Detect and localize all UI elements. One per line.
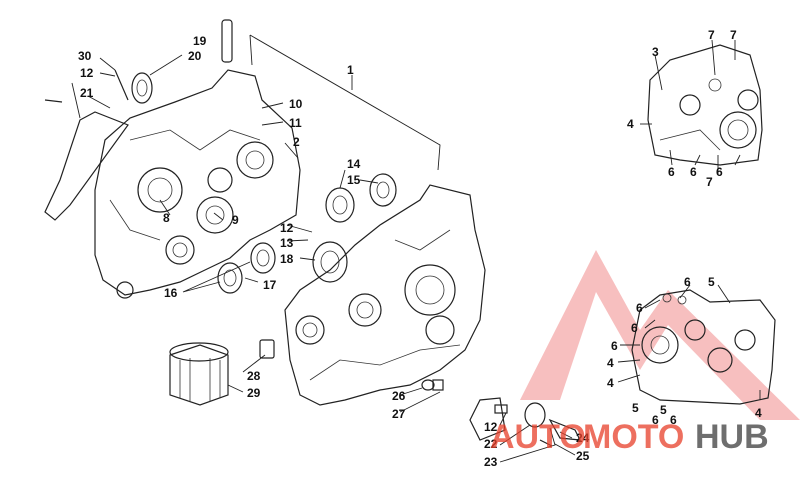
callout-4-bot-c: 4 [755,406,762,420]
watermark-auto: AUTO [490,418,586,456]
callout-14: 14 [347,157,361,171]
callout-24: 24 [576,431,590,445]
callout-30: 30 [78,49,92,63]
leader-lines [71,39,761,463]
callout-7-a: 7 [708,28,715,42]
callout-25: 25 [576,449,590,463]
crankcase-left-half [94,69,301,299]
callout-7-c: 7 [706,175,713,189]
callout-22: 22 [484,437,498,451]
bearing-pair-upper [325,173,397,223]
watermark-hub: HUB [695,418,769,456]
callout-11: 11 [289,116,302,130]
callout-28: 28 [247,369,261,383]
stud-bolt [114,69,129,101]
callout-13: 13 [280,236,294,250]
callout-19: 19 [193,34,207,48]
watermark-text: AUTO MOTO HUB [490,418,769,456]
small-cover-set [469,397,582,447]
crankcase-inset-bottom [631,289,776,405]
drain-plug [421,379,444,391]
callout-15: 15 [347,173,361,187]
callout-2: 2 [293,135,300,149]
callout-6-top-c: 6 [716,165,723,179]
callout-3: 3 [652,45,659,59]
callout-6-bot-d: 6 [611,339,618,353]
callout-12-top: 12 [80,66,94,80]
callout-20: 20 [188,49,202,63]
callout-5-bot-c: 5 [660,403,667,417]
bearing-set-lower [217,241,348,294]
callout-8: 8 [163,211,170,225]
callout-17: 17 [263,278,277,292]
callout-4-bot-a: 4 [607,356,614,370]
callout-29: 29 [247,386,261,400]
callout-4-bot-b: 4 [607,376,614,390]
assembly-bracket [249,34,441,171]
callout-6-bot-a: 6 [684,275,691,289]
callout-4-top: 4 [627,117,634,131]
callout-26: 26 [392,389,406,403]
callout-7-b: 7 [730,28,737,42]
callout-6-top-b: 6 [690,165,697,179]
callout-12-low: 12 [484,420,498,434]
callout-6-top-a: 6 [668,165,675,179]
callout-1: 1 [347,63,354,77]
callout-6-bot-f: 6 [670,413,677,427]
callout-6-bot-b: 6 [636,301,643,315]
callout-9: 9 [232,213,239,227]
callout-21: 21 [80,86,94,100]
callout-18: 18 [280,252,294,266]
bracket-part [44,111,129,221]
oil-seal [131,72,153,104]
callout-23: 23 [484,455,498,469]
watermark-logo-triangle [520,250,800,420]
watermark-moto: MOTO [583,418,684,456]
callout-6-bot-c: 6 [631,321,638,335]
small-bolt [44,99,63,103]
callout-6-bot-e: 6 [652,413,659,427]
callout-27: 27 [392,407,406,421]
callout-12-mid: 12 [280,221,294,235]
callout-10: 10 [289,97,303,111]
crankcase-inset-top [647,44,763,166]
callout-16: 16 [164,286,178,300]
callout-5-bot-a: 5 [708,275,715,289]
callout-5-bot-b: 5 [632,401,639,415]
oil-filter [169,342,229,406]
crankcase-right-half [284,184,486,406]
dowel-pin [221,19,233,63]
callout-labels: 1 19 20 30 12 21 10 11 2 14 15 8 9 12 13… [78,28,762,469]
oil-filter-fitting [259,339,275,359]
